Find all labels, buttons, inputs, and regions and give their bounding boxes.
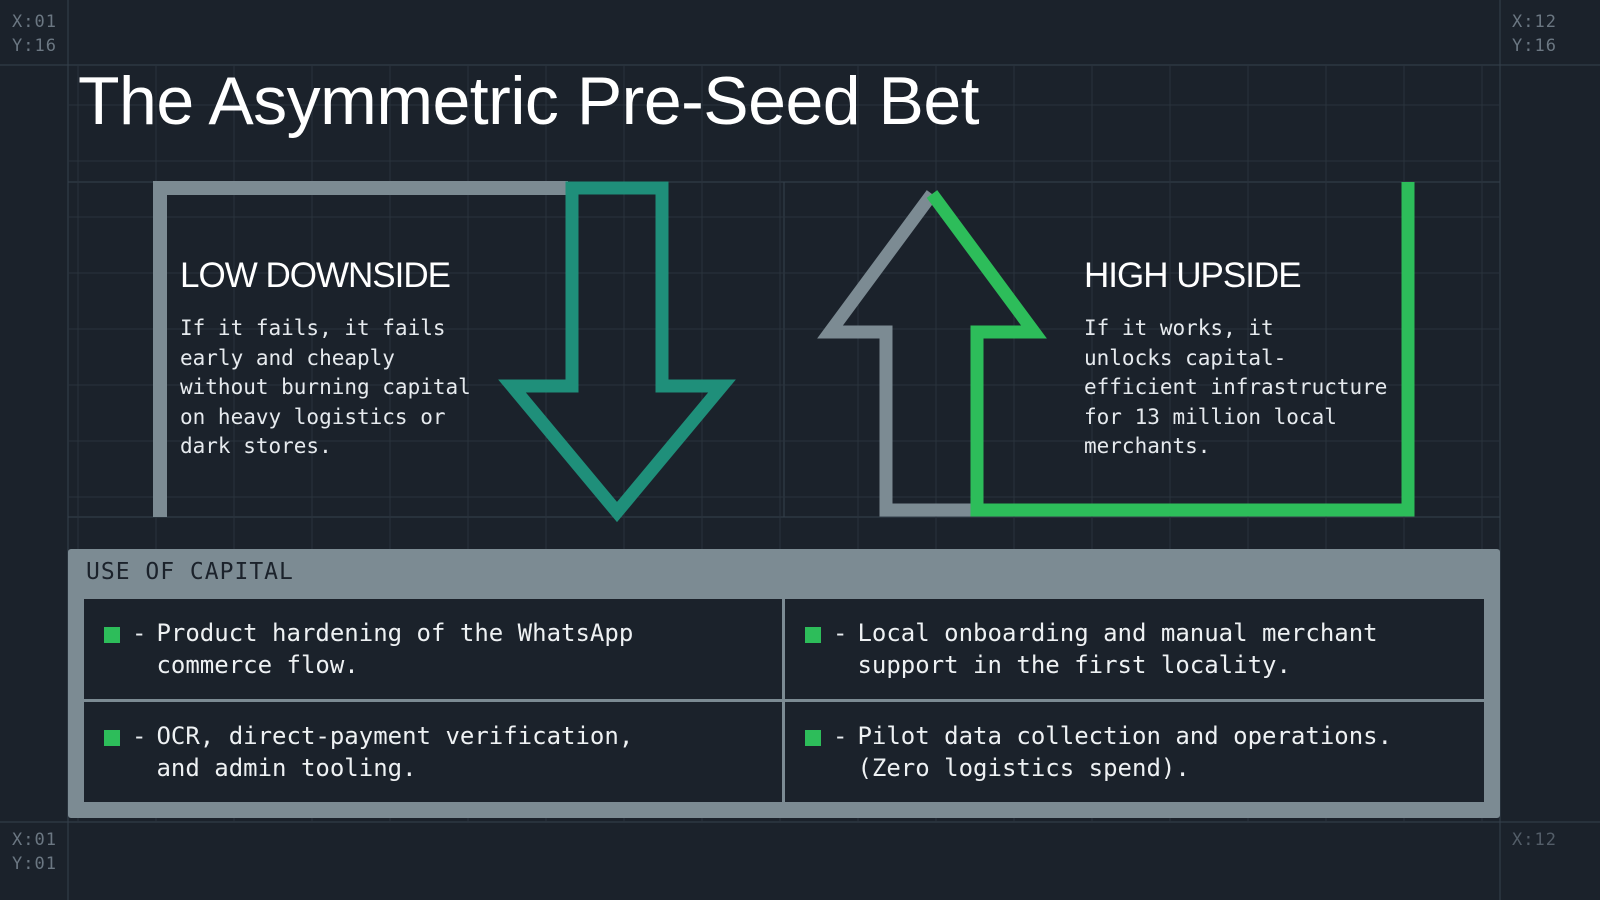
use-of-capital-heading: USE OF CAPITAL (86, 559, 294, 585)
bullet-icon (104, 730, 120, 746)
capital-item: -OCR, direct-payment verification, and a… (84, 702, 782, 802)
low-downside-text: If it fails, it fails early and cheaply … (180, 316, 471, 458)
downside-bracket (153, 181, 568, 517)
capital-item: -Local onboarding and manual merchant su… (785, 599, 1484, 699)
capital-item: -Pilot data collection and operations. (… (785, 702, 1484, 802)
up-arrow-left-half (817, 190, 977, 517)
high-upside-heading: HIGH UPSIDE (1084, 256, 1302, 295)
capital-item: -Product hardening of the WhatsApp comme… (84, 599, 782, 699)
corner-label-bottom-right: X:12 (1512, 830, 1557, 850)
high-upside-text: If it works, it unlocks capital- efficie… (1084, 316, 1388, 458)
page-title: The Asymmetric Pre-Seed Bet (78, 63, 980, 139)
use-of-capital-panel: USE OF CAPITAL -Product hardening of the… (68, 549, 1500, 818)
bullet-icon (805, 730, 821, 746)
bullet-icon (104, 627, 120, 643)
low-downside-heading: LOW DOWNSIDE (180, 256, 451, 295)
up-arrow-icon (926, 182, 1415, 517)
bullet-icon (805, 627, 821, 643)
down-arrow-icon (498, 181, 736, 523)
